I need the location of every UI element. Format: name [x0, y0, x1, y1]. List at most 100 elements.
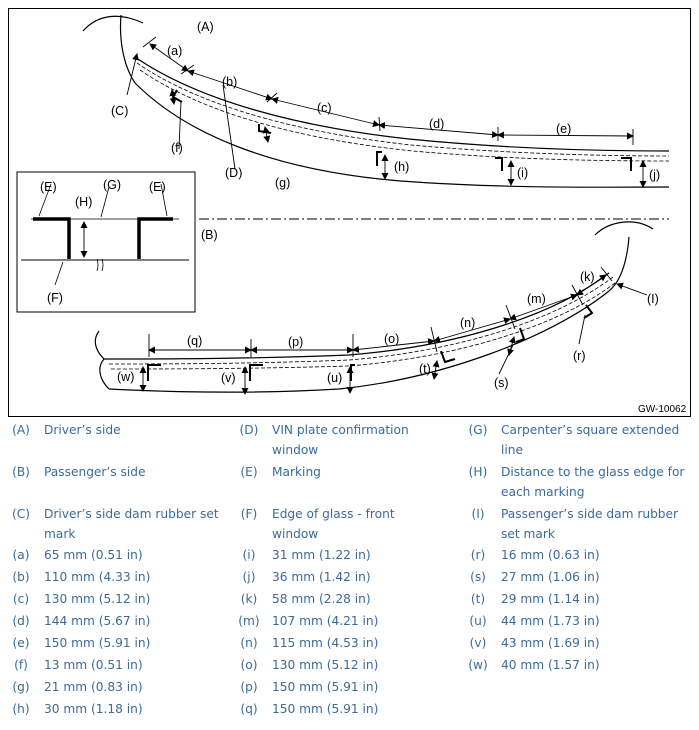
legend-key: (m): [238, 614, 260, 628]
label-s: (s): [494, 376, 509, 390]
legend-text: 150 mm (5.91 in): [272, 680, 379, 694]
passenger-side-glass: [94, 221, 654, 393]
legend-key: (h): [12, 702, 30, 716]
legend-key: (D): [239, 423, 259, 437]
legend-key: (s): [470, 570, 486, 584]
legend-text: VIN plate confirmation window: [272, 423, 409, 457]
legend-text: Passenger’s side dam rubber set mark: [501, 507, 679, 541]
legend-text: 150 mm (5.91 in): [44, 636, 151, 650]
legend-key: (I): [471, 507, 485, 521]
legend-text: Distance to the glass edge for each mark…: [501, 465, 685, 499]
dimensions-upper: [126, 36, 647, 188]
label-q: (q): [187, 334, 202, 348]
legend-key: (o): [240, 658, 258, 672]
legend-text: 31 mm (1.22 in): [272, 548, 371, 562]
label-r: (r): [573, 349, 586, 363]
legend-key: (b): [12, 570, 30, 584]
legend-key: (C): [11, 507, 31, 521]
dam-rubber-line-lower: [106, 276, 616, 370]
legend-text: 44 mm (1.73 in): [501, 614, 600, 628]
label-C: (C): [111, 104, 128, 118]
legend-key: (w): [468, 658, 488, 672]
legend-key: (i): [242, 548, 256, 562]
diagram-figure: (A) (C) (a) (b) (c) (d) (e) (f) (D) (g) …: [8, 8, 691, 417]
legend-text: 65 mm (0.51 in): [44, 548, 143, 562]
label-i: (i): [517, 166, 528, 180]
legend-key: (j): [242, 570, 256, 584]
legend-key: (c): [12, 592, 30, 606]
legend-text: 13 mm (0.51 in): [44, 658, 143, 672]
legend-text: Marking: [272, 465, 321, 479]
label-e: (e): [556, 122, 571, 136]
legend-key: (g): [12, 680, 30, 694]
label-G: (G): [103, 178, 121, 192]
legend-key: (n): [240, 636, 258, 650]
legend-text: 110 mm (4.33 in): [44, 570, 151, 584]
label-a: (a): [167, 44, 182, 58]
detail-inset: [16, 171, 196, 313]
label-A: (A): [197, 20, 214, 34]
legend-key: (F): [240, 507, 258, 521]
legend-key: (f): [14, 658, 28, 672]
legend-key: (u): [469, 614, 487, 628]
legend-text: 16 mm (0.63 in): [501, 548, 600, 562]
label-E-right: (E): [149, 180, 166, 194]
legend-key: (q): [240, 702, 258, 716]
label-o: (o): [384, 332, 399, 346]
legend-text: 30 mm (1.18 in): [44, 702, 143, 716]
legend-key: (v): [469, 636, 487, 650]
label-F: (F): [47, 291, 63, 305]
dimensions-lower: [139, 266, 648, 395]
legend-text: Carpenter’s square extended line: [501, 423, 680, 457]
label-f: (f): [171, 141, 183, 155]
legend-key: (a): [12, 548, 30, 562]
legend-text: 115 mm (4.53 in): [272, 636, 379, 650]
label-B: (B): [201, 228, 218, 242]
legend-key: (d): [12, 614, 30, 628]
label-j: (j): [649, 168, 660, 182]
legend-key: (k): [240, 592, 258, 606]
legend-text: 144 mm (5.67 in): [44, 614, 151, 628]
legend-key: (H): [468, 465, 488, 479]
label-u: (u): [327, 371, 342, 385]
legend-key: (A): [12, 423, 30, 437]
label-b: (b): [222, 75, 237, 89]
label-m: (m): [527, 292, 546, 306]
legend-text: 150 mm (5.91 in): [272, 702, 379, 716]
legend-key: (p): [240, 680, 258, 694]
legend: (A) Driver’s side (B) Passenger’s side (C) Dr…: [0, 420, 699, 730]
legend-key: (B): [12, 465, 30, 479]
legend-text: Passenger’s side: [44, 465, 146, 479]
label-v: (v): [221, 371, 236, 385]
label-c: (c): [317, 101, 332, 115]
legend-text: 107 mm (4.21 in): [272, 614, 379, 628]
label-d: (d): [429, 117, 444, 131]
legend-text: 130 mm (5.12 in): [272, 658, 379, 672]
label-t: (t): [419, 362, 431, 376]
label-w: (w): [117, 370, 134, 384]
label-k: (k): [580, 270, 595, 284]
legend-text: 130 mm (5.12 in): [44, 592, 151, 606]
label-h: (h): [394, 160, 409, 174]
windshield-diagram: (A) (C) (a) (b) (c) (d) (e) (f) (D) (g) …: [16, 14, 687, 415]
label-n: (n): [460, 316, 475, 330]
figure-code: GW-10062: [638, 404, 687, 415]
legend-text: 40 mm (1.57 in): [501, 658, 600, 672]
label-E-left: (E): [40, 180, 57, 194]
legend-text: 27 mm (1.06 in): [501, 570, 600, 584]
label-H: (H): [75, 195, 92, 209]
legend-key: (E): [240, 465, 258, 479]
legend-text: Driver’s side dam rubber set mark: [44, 507, 219, 541]
legend-key: (t): [470, 592, 486, 606]
label-g: (g): [275, 176, 290, 190]
legend-text: 36 mm (1.42 in): [272, 570, 371, 584]
legend-text: Driver’s side: [44, 423, 121, 437]
label-D: (D): [225, 166, 242, 180]
label-p: (p): [288, 335, 303, 349]
dam-rubber-line-upper: [136, 62, 670, 162]
legend-text: Edge of glass - front window: [272, 507, 395, 541]
markings-lower: [147, 304, 594, 381]
callout-labels: (A) (C) (a) (b) (c) (d) (e) (f) (D) (g) …: [40, 20, 687, 415]
legend-text: 29 mm (1.14 in): [501, 592, 600, 606]
legend-key: (r): [470, 548, 486, 562]
